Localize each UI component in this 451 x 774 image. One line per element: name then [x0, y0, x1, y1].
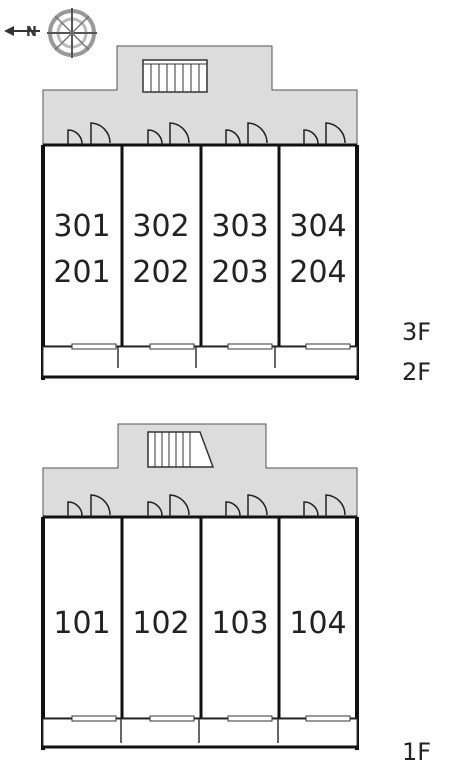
unit-103: 103	[211, 606, 268, 641]
unit-104: 104	[289, 606, 346, 641]
compass-north-label: N	[26, 25, 37, 40]
unit-203: 203	[211, 255, 268, 290]
unit-301: 301	[53, 209, 110, 244]
lower-stairs	[147, 431, 215, 468]
unit-304: 304	[289, 209, 346, 244]
unit-204: 204	[289, 255, 346, 290]
floor-label-1f: 1F	[402, 738, 431, 766]
compass-icon: N	[4, 8, 97, 58]
upper-doors	[67, 122, 346, 146]
unit-101: 101	[53, 606, 110, 641]
unit-202: 202	[132, 255, 189, 290]
upper-floor-plan: 301 302 303 304 201 202 203 204 3F 2F	[41, 45, 431, 386]
upper-stairs	[142, 59, 208, 93]
unit-302: 302	[132, 209, 189, 244]
lower-doors	[67, 494, 346, 518]
unit-201: 201	[53, 255, 110, 290]
upper-windows	[71, 343, 351, 350]
lower-windows	[71, 715, 351, 722]
unit-102: 102	[132, 606, 189, 641]
floor-label-3f: 3F	[402, 318, 431, 346]
floor-label-2f: 2F	[402, 358, 431, 386]
lower-floor-plan: 101 102 103 104 1F	[41, 423, 431, 766]
unit-303: 303	[211, 209, 268, 244]
